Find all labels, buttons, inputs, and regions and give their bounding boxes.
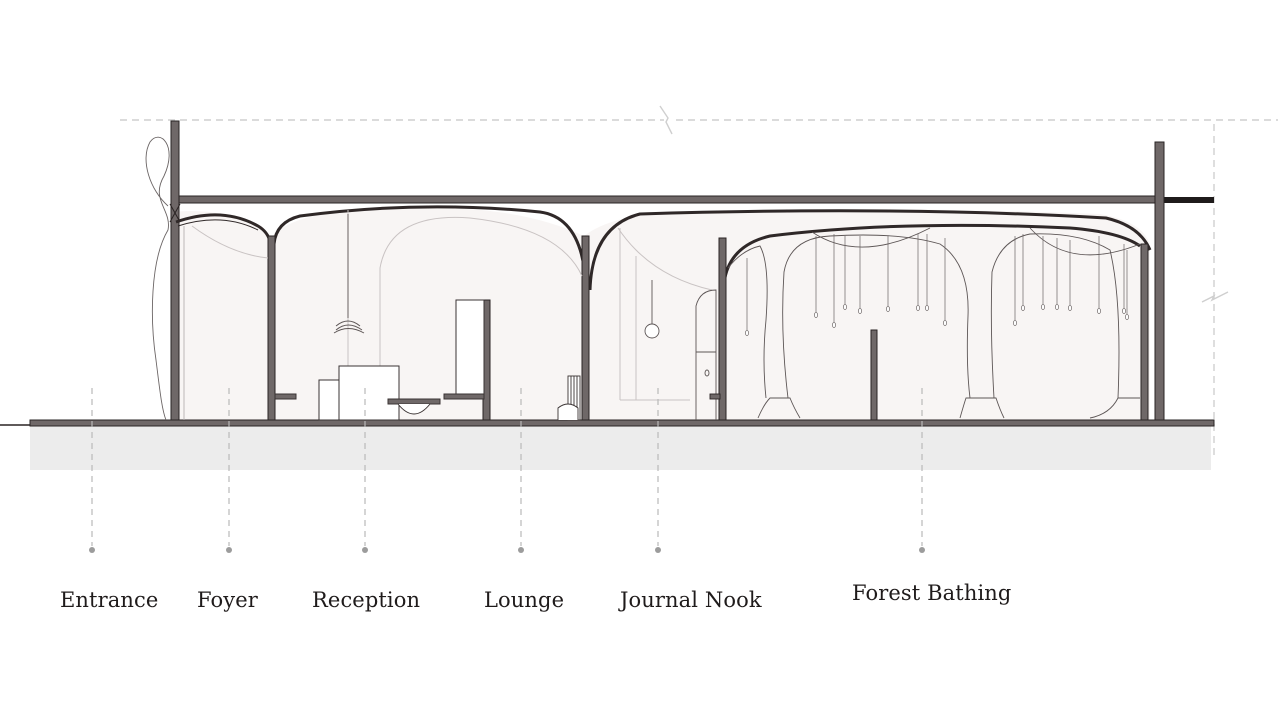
journal-nook-details [644,280,721,420]
foyer-column [267,235,276,421]
entrance-drape [145,136,170,421]
zone-leaders [89,388,925,553]
entrance-bracing [169,203,181,223]
entrance-column [170,120,180,421]
zone-label-lounge: Lounge [484,588,565,612]
roof-beam-extension [1156,197,1214,203]
zone-label-entrance: Entrance [60,588,159,612]
reception-furniture [274,299,485,421]
floor-slab [29,419,1215,427]
zone-label-reception: Reception [312,588,421,612]
roof-outline-dashed [120,105,1278,460]
ground-fill [30,426,1211,470]
roof-beam [171,195,1157,204]
interior-fill [172,207,1150,420]
hanging-pendant-drops [745,234,1129,336]
entrance-leader [89,388,95,553]
lounge-furniture [557,375,581,421]
zone-label-forest-bathing: Forest Bathing [852,581,1012,605]
forest-bathing-leader [919,388,925,553]
forest-bathing-end-column [1140,243,1149,421]
lounge-column [581,235,590,421]
journal-nook-leader [655,388,661,553]
foyer-leader [226,388,232,553]
forest-bathing-post [870,329,878,421]
zone-label-journal-nook: Journal Nook [620,588,762,612]
zone-label-foyer: Foyer [197,588,258,612]
right-exterior-column [1154,141,1165,421]
journal-nook-column [718,237,727,421]
lounge-leader [518,388,524,553]
reception-leader [362,388,368,553]
canopy-inner-outline [177,219,259,231]
forest-tree-forms [727,227,1141,419]
pendant-lamp [333,214,365,334]
